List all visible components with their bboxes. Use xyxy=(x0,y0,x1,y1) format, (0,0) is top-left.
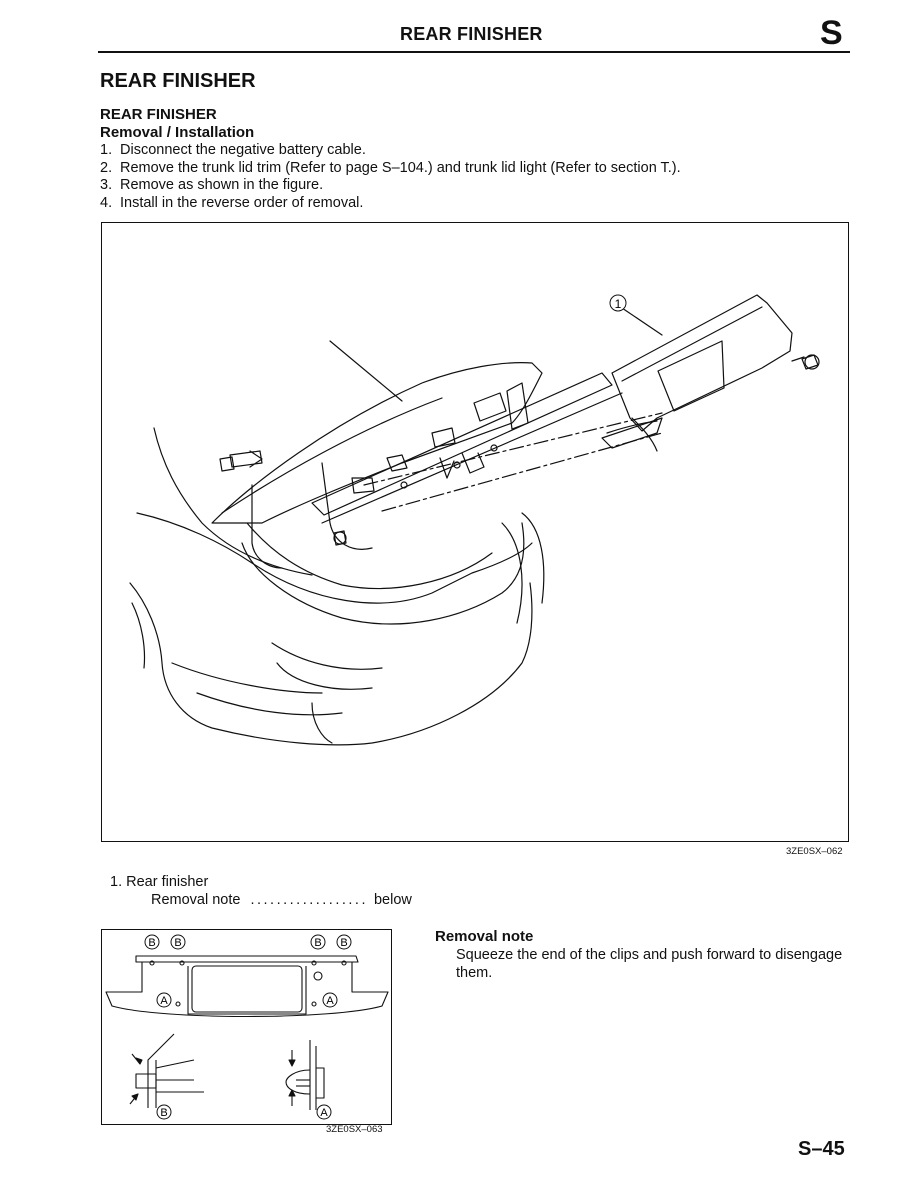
label-b-marker: B xyxy=(336,934,352,950)
label-a-marker: A xyxy=(322,992,338,1008)
note-label: Removal note xyxy=(151,892,241,908)
running-header-title: REAR FINISHER xyxy=(400,24,543,44)
step-item: 4.Install in the reverse order of remova… xyxy=(100,194,364,211)
svg-text:B: B xyxy=(174,937,181,949)
note-ref: below xyxy=(373,892,412,908)
part-item: 1. Rear finisher xyxy=(110,874,208,890)
label-b-marker: B xyxy=(310,934,326,950)
label-b-marker: B xyxy=(156,1104,172,1120)
step-item: 3.Remove as shown in the figure. xyxy=(100,177,324,193)
figure-code: 3ZE0SX–063 xyxy=(326,1124,383,1135)
figure-code: 3ZE0SX–062 xyxy=(786,846,843,857)
svg-text:B: B xyxy=(148,937,155,949)
svg-text:A: A xyxy=(160,995,168,1007)
clip-detail-illustration: B B B B A A B A xyxy=(105,934,389,1120)
part-note-line: Removal note.................. below xyxy=(151,892,412,908)
svg-text:B: B xyxy=(340,937,347,949)
part-name: Rear finisher xyxy=(126,874,209,890)
procedure-title: Removal / Installation xyxy=(100,124,255,141)
rear-finisher-figure: 1 xyxy=(101,222,849,842)
removal-note-title: Removal note xyxy=(435,928,534,945)
leader-dots: .................. xyxy=(250,892,368,908)
step-item: 2.Remove the trunk lid trim (Refer to pa… xyxy=(100,159,681,176)
part-number: 1. xyxy=(110,874,123,890)
callout-1: 1 xyxy=(609,294,627,312)
procedure-steps: 1.Disconnect the negative battery cable.… xyxy=(100,142,681,212)
label-a-marker: A xyxy=(316,1104,332,1120)
subsection-title: REAR FINISHER xyxy=(100,106,217,123)
step-item: 1.Disconnect the negative battery cable. xyxy=(100,142,366,158)
header-rule xyxy=(98,51,850,53)
page-number: S–45 xyxy=(798,1138,845,1160)
label-a-marker: A xyxy=(156,992,172,1008)
section-letter: S xyxy=(820,14,843,52)
svg-text:B: B xyxy=(314,937,321,949)
section-title: REAR FINISHER xyxy=(100,70,256,92)
rear-finisher-illustration: 1 xyxy=(129,294,820,746)
svg-text:1: 1 xyxy=(615,297,622,311)
clip-detail-figure: B B B B A A B A xyxy=(101,929,392,1125)
svg-text:A: A xyxy=(320,1107,328,1119)
svg-text:B: B xyxy=(160,1107,167,1119)
label-b-marker: B xyxy=(170,934,186,950)
removal-note-body: Squeeze the end of the clips and push fo… xyxy=(456,947,843,981)
svg-text:A: A xyxy=(326,995,334,1007)
label-b-marker: B xyxy=(144,934,160,950)
